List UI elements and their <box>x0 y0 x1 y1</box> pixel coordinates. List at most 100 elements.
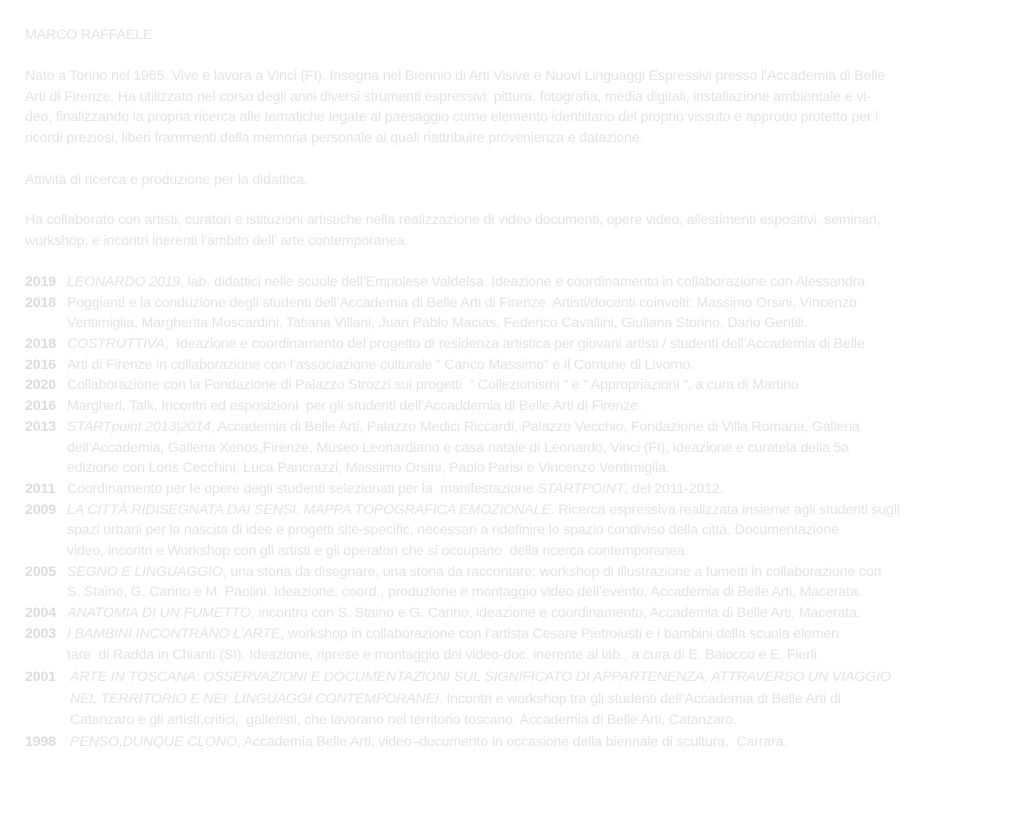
activity-row: video, incontri e Workshop con gli artis… <box>25 541 900 562</box>
activity-row: spazi urbani per la nascita di idee e pr… <box>25 520 900 541</box>
activity-year: 2009 <box>25 501 56 518</box>
activity-year <box>25 582 67 603</box>
activity-year <box>25 710 67 732</box>
activity-title: STARTpoint 2013|2014 <box>67 418 211 435</box>
bio-paragraph: Nato a Torino nel 1965. Vive e lavora a … <box>25 66 885 149</box>
activity-text: COSTRUTTIVA, Ideazione e coordinamento d… <box>67 334 865 355</box>
activity-description: , Accademia di Belle Arti, Palazzo Medic… <box>210 418 860 435</box>
activity-row: dell’Accademia, Galleria Xenos,Firenze, … <box>25 438 900 459</box>
activity-row: S. Staino, G. Carino e M. Paolini. Ideaz… <box>25 582 900 603</box>
activity-year: 2003 <box>25 625 56 642</box>
activity-year: 2005 <box>25 563 56 580</box>
activity-year: 2016 <box>25 398 56 415</box>
activity-text: Catanzaro e gli artisti,critici, galleri… <box>67 710 737 732</box>
activity-title: LA CITTÀ RIDISEGNATA DAI SENSI. MAPPA TO… <box>67 501 551 518</box>
activity-description: spazi urbani per la nascita di idee e pr… <box>67 522 839 539</box>
activity-year: 2001 <box>25 669 56 686</box>
activity-year <box>25 313 67 334</box>
activity-year: 2016 <box>25 356 56 373</box>
activity-title: PENSO,DUNQUE CLONO <box>70 734 237 751</box>
activity-year: 2004 <box>25 605 56 621</box>
bio-line: deo, finalizzando la propria ricerca all… <box>25 109 879 126</box>
activity-row: 2009 LA CITTÀ RIDISEGNATA DAI SENSI. MAPP… <box>25 500 900 521</box>
activity-year: 2018 <box>25 336 56 353</box>
activity-year: 2011 <box>25 480 56 497</box>
activity-text: PENSO,DUNQUE CLONO, Accademia Belle Arti… <box>67 732 787 754</box>
activity-row: edizione con Loris Cecchini, Luca Pancra… <box>25 458 900 479</box>
activity-row: tare di Radda in Chianti (SI). Ideazione… <box>25 645 900 667</box>
activity-text: Ventimiglia, Margherita Moscardini, Tati… <box>67 313 807 334</box>
activity-text: LA CITTÀ RIDISEGNATA DAI SENSI. MAPPA TO… <box>67 500 900 521</box>
activity-text: I BAMBINI INCONTRANO L’ARTE, workshop in… <box>67 624 839 646</box>
activity-description: video, incontri e Workshop con gli artis… <box>67 542 689 559</box>
activity-description: Coordinamento per le opere degli student… <box>67 480 538 497</box>
activity-description: , Ideazione e coordinamento del progetto… <box>164 336 865 353</box>
activity-row: 2004 ANATOMIA DI UN FUMETTO, incontro con… <box>25 603 900 624</box>
activity-row: 2016 Arti di Firenze in collaborazione co… <box>25 355 900 376</box>
bio-line: Nato a Torino nel 1965. Vive e lavora a … <box>25 68 885 84</box>
collab-line: Ha collaborato con artisti, curatori e i… <box>25 212 881 228</box>
activity-text: Collaborazione con la Fondazione di Pala… <box>67 375 799 396</box>
activity-row: 2011 Coordinamento per le opere degli stu… <box>25 479 900 500</box>
activity-description: Arti di Firenze in collaborazione con l’… <box>67 356 695 373</box>
activity-description: dell’Accademia, Galleria Xenos,Firenze, … <box>67 439 850 456</box>
activity-row: 2020 Collaborazione con la Fondazione di … <box>25 375 900 396</box>
activity-title: ARTE IN TOSCANA: OSSERVAZIONI E DOCUMENT… <box>70 669 891 686</box>
activity-text: Arti di Firenze in collaborazione con l’… <box>67 355 694 376</box>
activity-text: Margheri, Talk, Incontri ed esposizioni … <box>67 396 642 417</box>
activity-row: 2018 Poggianti e la conduzione degli stud… <box>25 293 900 314</box>
activity-year: 1998 <box>25 734 56 751</box>
activity-description: Margheri, Talk, Incontri ed esposizioni … <box>67 398 642 415</box>
bio-line: Arti di Firenze. Ha utilizzato nel corso… <box>25 88 871 105</box>
activity-text: SEGNO E LINGUAGGIO, una storia da disegn… <box>67 562 881 583</box>
collab-line: workshop, e incontri inerenti l’ambito d… <box>25 232 409 249</box>
activity-row: 2005 SEGNO E LINGUAGGIO, una storia da di… <box>25 562 900 583</box>
activity-description: edizione con Loris Cecchini, Luca Pancra… <box>67 460 670 477</box>
activity-description: Poggianti e la conduzione degli studenti… <box>67 294 857 311</box>
activity-year <box>25 438 67 459</box>
activity-row: Catanzaro e gli artisti,critici, galleri… <box>25 710 900 732</box>
activity-title: STARTPOINT <box>537 480 625 497</box>
activity-row: 2019 LEONARDO 2019, lab. didattici nelle … <box>25 272 900 293</box>
activity-text: LEONARDO 2019, lab. didattici nelle scuo… <box>67 272 865 293</box>
bio-line: ricordi preziosi, liberi frammenti della… <box>25 130 644 147</box>
activity-description: Collaborazione con la Fondazione di Pala… <box>67 377 799 394</box>
activity-row: Ventimiglia, Margherita Moscardini, Tati… <box>25 313 900 334</box>
activity-text: spazi urbani per la nascita di idee e pr… <box>67 520 839 541</box>
activity-row: 2001 ARTE IN TOSCANA: OSSERVAZIONI E DOCU… <box>25 667 900 689</box>
activity-year <box>25 458 67 479</box>
activity-row: 2003 I BAMBINI INCONTRANO L’ARTE, worksho… <box>25 624 900 646</box>
activity-description: , del 2011-2012. <box>624 480 724 497</box>
activity-text: edizione con Loris Cecchini, Luca Pancra… <box>67 458 670 479</box>
section-subtitle: Attività di ricerca e produzione per la … <box>25 172 308 188</box>
activity-text: tare di Radda in Chianti (SI). Ideazione… <box>67 645 821 667</box>
activity-list: 2019 LEONARDO 2019, lab. didattici nelle … <box>25 272 900 754</box>
activity-description: tare di Radda in Chianti (SI). Ideazione… <box>67 647 821 664</box>
activity-text: S. Staino, G. Carino e M. Paolini. Ideaz… <box>67 582 862 603</box>
activity-year <box>25 645 67 667</box>
activity-description: . Incontri e workshop tra gli studenti d… <box>438 690 841 707</box>
activity-year: 2018 <box>25 294 56 311</box>
activity-text: Poggianti e la conduzione degli studenti… <box>67 293 857 314</box>
activity-description: Ventimiglia, Margherita Moscardini, Tati… <box>67 315 808 332</box>
activity-year <box>25 541 67 562</box>
activity-text: dell’Accademia, Galleria Xenos,Firenze, … <box>67 438 849 459</box>
activity-description: , incontro con S. Staino e G. Carino, id… <box>250 605 861 621</box>
activity-title: LEONARDO 2019 <box>67 274 181 290</box>
activity-row: NEL TERRITORIO E NEI LINGUAGGI CONTEMPOR… <box>25 689 900 711</box>
activity-text: STARTpoint 2013|2014, Accademia di Belle… <box>67 417 860 438</box>
activity-row: 2018 COSTRUTTIVA, Ideazione e coordinamen… <box>25 334 900 355</box>
activity-description: , lab. didattici nelle scuole dell’Empol… <box>180 274 866 290</box>
activity-text: ARTE IN TOSCANA: OSSERVAZIONI E DOCUMENT… <box>67 667 891 689</box>
activity-text: NEL TERRITORIO E NEI LINGUAGGI CONTEMPOR… <box>67 689 841 711</box>
activity-description: , una storia da disegnare, una storia da… <box>222 563 882 580</box>
activity-year: 2020 <box>25 377 56 394</box>
activity-description: , workshop in collaborazione con l’artis… <box>280 625 839 642</box>
activity-text: ANATOMIA DI UN FUMETTO, incontro con S. … <box>67 603 861 624</box>
activity-title: NEL TERRITORIO E NEI LINGUAGGI CONTEMPOR… <box>70 690 439 707</box>
collab-paragraph: Ha collaborato con artisti, curatori e i… <box>25 210 880 251</box>
activity-title: COSTRUTTIVA <box>67 336 165 353</box>
activity-year: 2019 <box>25 274 56 290</box>
activity-title: ANATOMIA DI UN FUMETTO <box>67 605 251 621</box>
